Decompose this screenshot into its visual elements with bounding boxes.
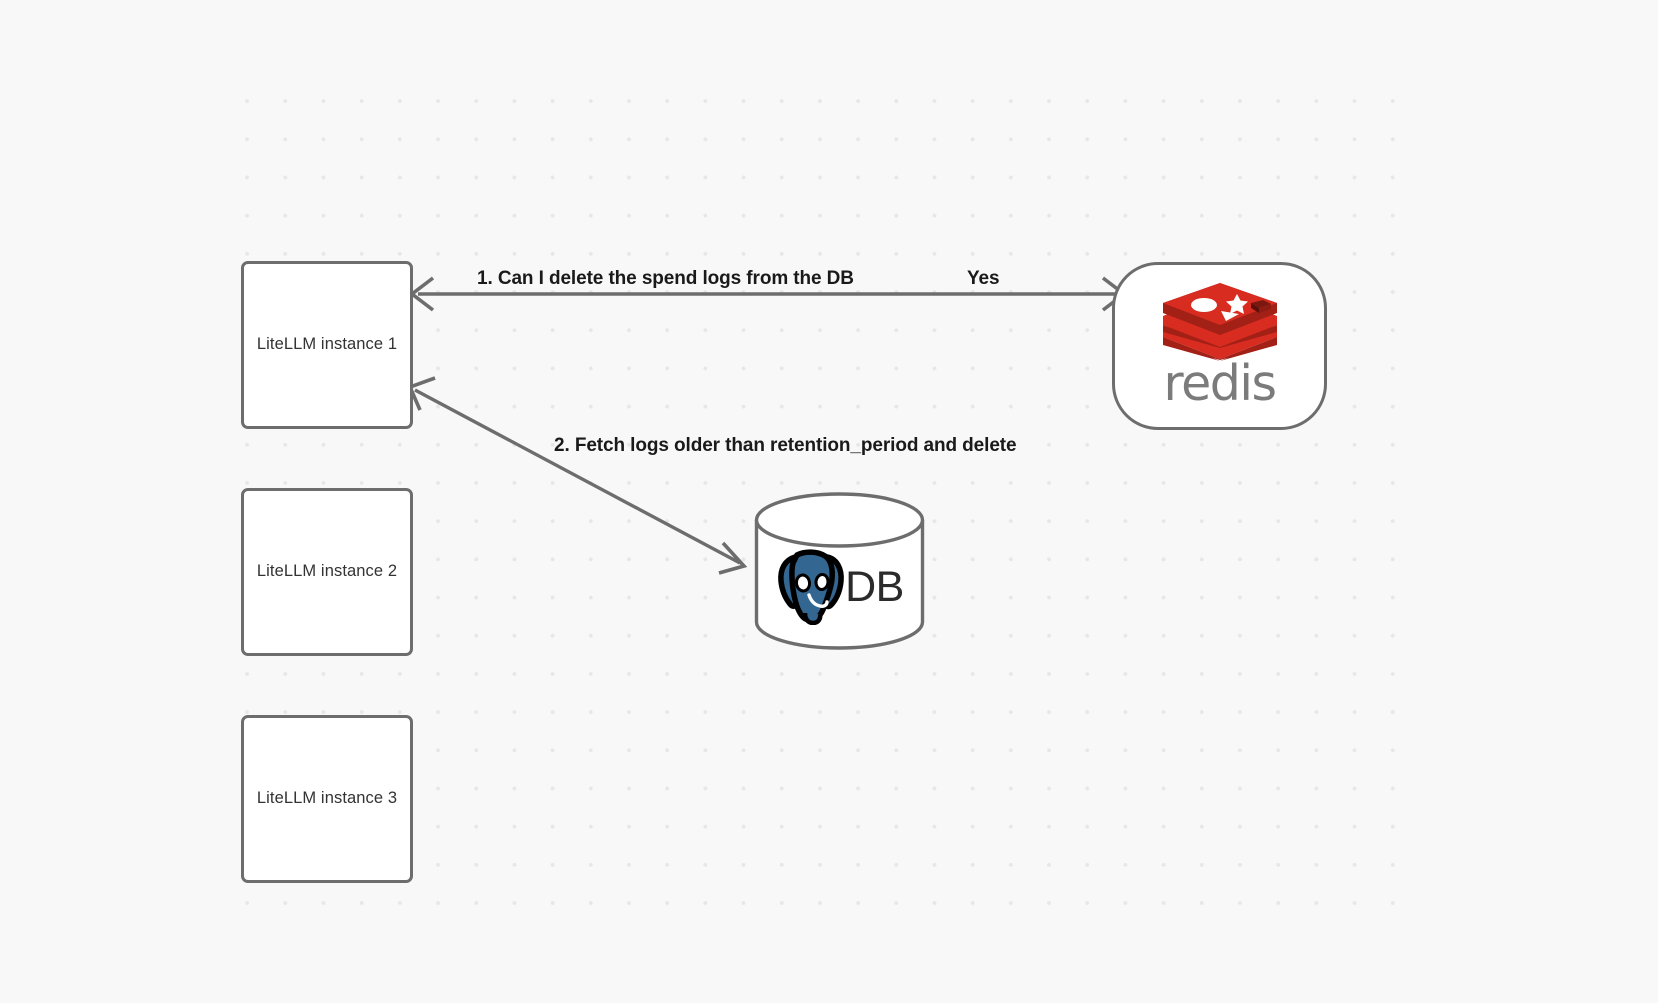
edge-label-yes: Yes bbox=[967, 268, 1000, 289]
redis-logo-icon bbox=[1162, 282, 1277, 361]
database-logo-group: DB bbox=[754, 544, 925, 630]
arrowhead-downright bbox=[718, 541, 748, 575]
edge-label-step-2: 2. Fetch logs older than retention_perio… bbox=[554, 435, 1017, 456]
edge-label-step-1: 1. Can I delete the spend logs from the … bbox=[477, 268, 854, 289]
node-litellm-instance-3-label: LiteLLM instance 3 bbox=[256, 789, 398, 808]
node-litellm-instance-3[interactable]: LiteLLM instance 3 bbox=[241, 715, 413, 883]
node-litellm-instance-1-label: LiteLLM instance 1 bbox=[256, 335, 398, 354]
edge-litellm1-to-db bbox=[407, 376, 748, 575]
node-redis[interactable]: redis bbox=[1112, 262, 1327, 430]
redis-logo-group: redis bbox=[1159, 282, 1281, 412]
node-litellm-instance-2-label: LiteLLM instance 2 bbox=[256, 562, 398, 581]
database-label: DB bbox=[845, 562, 904, 611]
node-database[interactable]: DB bbox=[754, 492, 925, 650]
redis-wordmark: redis bbox=[1163, 354, 1277, 412]
node-litellm-instance-1[interactable]: LiteLLM instance 1 bbox=[241, 261, 413, 429]
postgresql-elephant-icon bbox=[778, 549, 844, 625]
node-litellm-instance-2[interactable]: LiteLLM instance 2 bbox=[241, 488, 413, 656]
